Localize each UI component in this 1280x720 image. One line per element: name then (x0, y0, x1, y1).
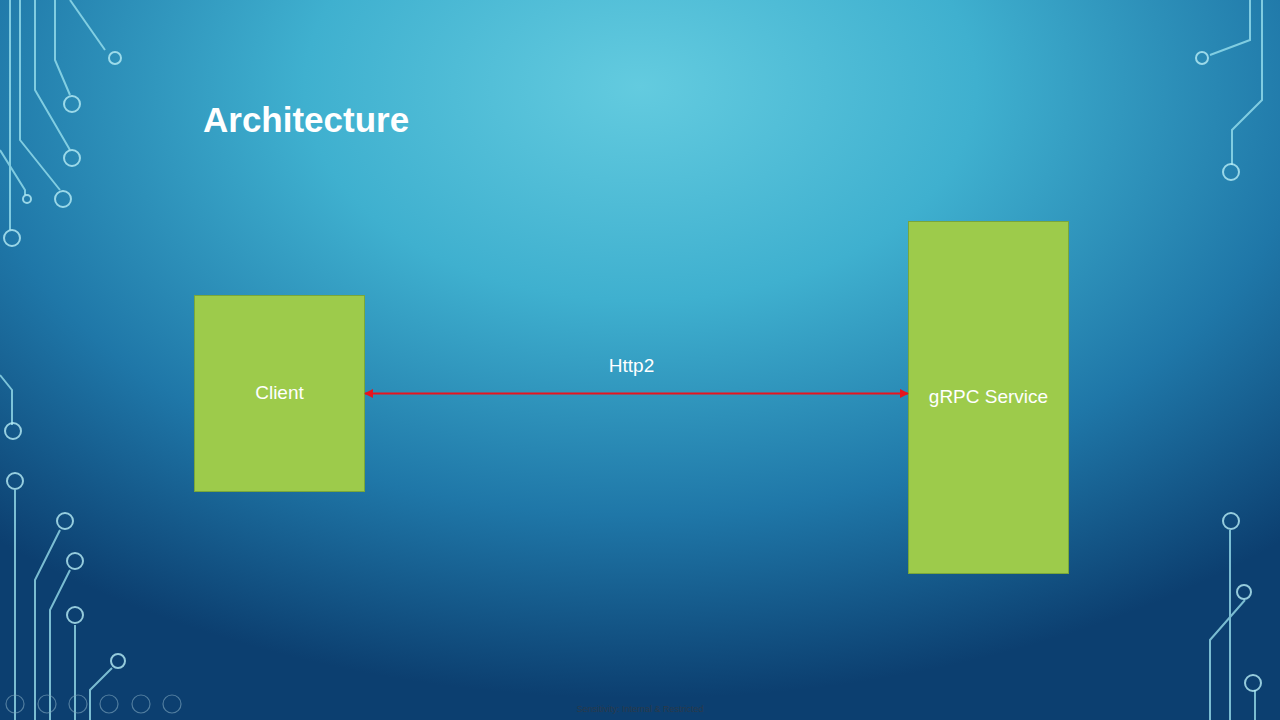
slide-title: Architecture (203, 100, 409, 140)
circuit-trace (0, 375, 12, 425)
circuit-pad (64, 96, 80, 112)
http2-connector (365, 393, 908, 395)
circuit-trace (35, 530, 60, 720)
box-label: gRPC Service (925, 386, 1052, 409)
circuit-trace (14, 490, 16, 720)
circuit-pad (67, 553, 83, 569)
sensitivity-note: Sensitivity: Internal & Restricted (576, 704, 703, 714)
circuit-trace (1210, 0, 1250, 55)
circuit-pads (4, 52, 1261, 691)
toolbar-button (6, 695, 24, 713)
circuit-pad (1196, 52, 1208, 64)
circuit-pad (57, 513, 73, 529)
circuit-trace (90, 668, 112, 720)
service-box: gRPC Service (908, 221, 1069, 574)
circuit-pad (1237, 585, 1251, 599)
circuit-trace (55, 0, 70, 95)
circuit-pad (67, 607, 83, 623)
circuit-trace (9, 0, 11, 230)
circuit-pad (64, 150, 80, 166)
circuit-pad (111, 654, 125, 668)
circuit-pad (5, 423, 21, 439)
circuit-trace (1232, 0, 1262, 165)
circuit-trace (1229, 530, 1231, 720)
circuit-pad (7, 473, 23, 489)
circuit-trace (0, 150, 25, 195)
circuit-pad (1223, 513, 1239, 529)
protocol-label: Http2 (609, 355, 654, 377)
circuit-trace (74, 625, 76, 720)
circuit-trace (1210, 600, 1245, 720)
toolbar-button (100, 695, 118, 713)
presenter-toolbar (6, 695, 181, 713)
toolbar-button (132, 695, 150, 713)
circuit-pad (1223, 164, 1239, 180)
box-label: Client (251, 382, 308, 405)
toolbar-button (38, 695, 56, 713)
circuit-trace (1254, 690, 1256, 720)
circuit-pad (1245, 675, 1261, 691)
service-box: Client (194, 295, 365, 492)
toolbar-button (163, 695, 181, 713)
circuit-pad (109, 52, 121, 64)
circuit-pad (4, 230, 20, 246)
toolbar-button (69, 695, 87, 713)
circuit-pad (55, 191, 71, 207)
circuit-pad (23, 195, 31, 203)
circuit-trace (70, 0, 105, 50)
circuit-trace (35, 0, 70, 150)
